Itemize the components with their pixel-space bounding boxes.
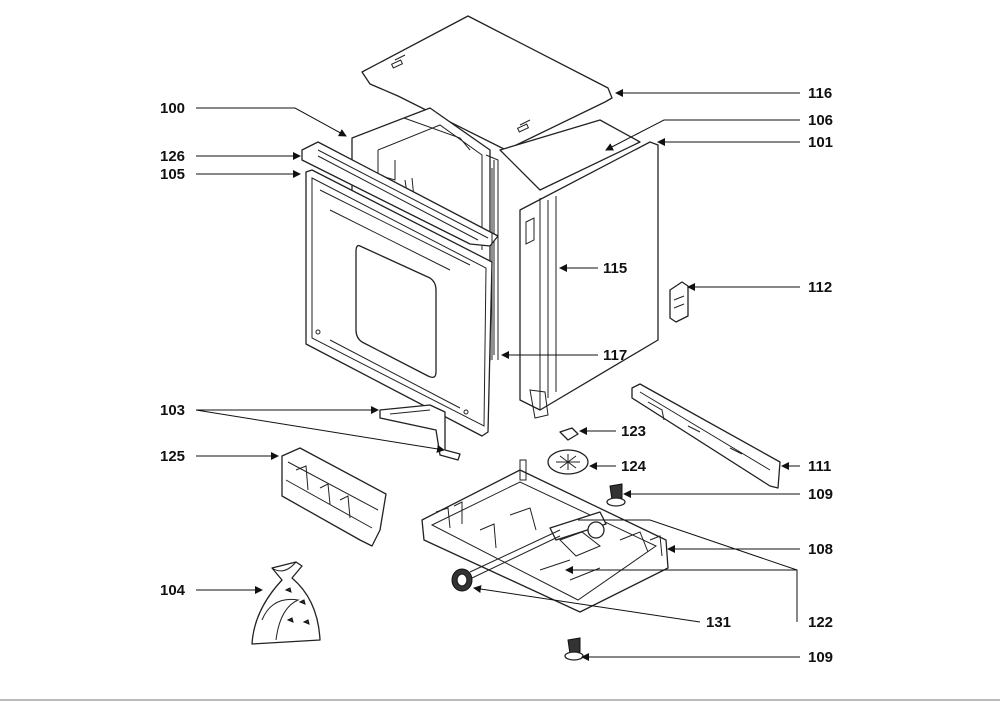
callout-126: 126 bbox=[160, 148, 185, 165]
callout-117: 117 bbox=[603, 347, 627, 364]
callout-106: 106 bbox=[808, 112, 833, 129]
callout-112: 112 bbox=[808, 279, 832, 296]
accessory-bag bbox=[251, 561, 321, 645]
callout-123: 123 bbox=[621, 423, 646, 440]
control-panel-strip bbox=[301, 141, 499, 247]
callout-125: 125 bbox=[160, 448, 185, 465]
callout-109-lower: 109 bbox=[808, 649, 833, 666]
base-tray bbox=[421, 459, 669, 613]
leader-lines bbox=[195, 89, 800, 661]
bottom-rail bbox=[631, 383, 781, 489]
callout-105: 105 bbox=[160, 166, 185, 183]
door-panel bbox=[305, 169, 493, 437]
callout-109-upper: 109 bbox=[808, 486, 833, 503]
callout-116: 116 bbox=[808, 85, 832, 102]
callout-111: 111 bbox=[808, 458, 831, 475]
callout-131: 131 bbox=[706, 614, 731, 631]
right-side-panel bbox=[499, 119, 659, 419]
callout-104: 104 bbox=[160, 582, 186, 599]
round-cap bbox=[547, 449, 589, 475]
callout-103: 103 bbox=[160, 402, 185, 419]
callout-108: 108 bbox=[808, 541, 833, 558]
callout-100: 100 bbox=[160, 100, 185, 117]
top-cover-panel bbox=[361, 15, 613, 151]
callout-115: 115 bbox=[603, 260, 627, 277]
callout-124: 124 bbox=[621, 458, 647, 475]
side-rail bbox=[491, 168, 541, 410]
detergent-dispenser bbox=[281, 447, 387, 547]
small-connector bbox=[559, 427, 579, 441]
callout-101: 101 bbox=[808, 134, 833, 151]
adjustable-foot-upper bbox=[606, 483, 626, 507]
callout-122: 122 bbox=[808, 614, 833, 631]
adjustable-foot-lower bbox=[564, 637, 584, 661]
latch-clip bbox=[669, 281, 689, 323]
drive-knob bbox=[451, 529, 561, 592]
